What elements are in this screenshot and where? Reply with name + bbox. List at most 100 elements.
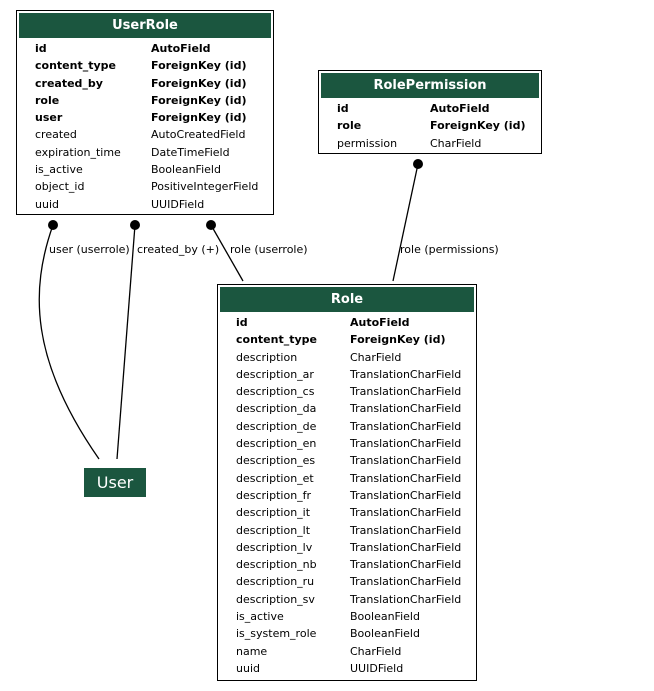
field-row: id AutoField bbox=[17, 40, 273, 57]
field-type: TranslationCharField bbox=[350, 506, 462, 520]
field-type: BooleanField bbox=[151, 163, 221, 177]
field-row: description_nb TranslationCharField bbox=[218, 556, 476, 573]
field-type: TranslationCharField bbox=[350, 523, 462, 537]
field-row: description_de TranslationCharField bbox=[218, 418, 476, 435]
field-name: description_de bbox=[236, 419, 317, 433]
edge-role-permissions bbox=[392, 163, 419, 282]
model-fields-rolepermission: id AutoField role ForeignKey (id) permission… bbox=[319, 98, 541, 154]
edge-role-permissions-end bbox=[413, 159, 423, 169]
field-type: DateTimeField bbox=[151, 145, 230, 159]
field-type: CharField bbox=[350, 644, 402, 658]
field-name: description_et bbox=[236, 471, 314, 485]
field-type: TranslationCharField bbox=[350, 385, 462, 399]
field-type: CharField bbox=[350, 350, 402, 364]
field-name: expiration_time bbox=[35, 145, 121, 159]
field-type: TranslationCharField bbox=[350, 437, 462, 451]
field-type: BooleanField bbox=[350, 610, 420, 624]
field-type: ForeignKey (id) bbox=[350, 333, 446, 347]
edge-label-created-by: created_by (+) bbox=[137, 243, 219, 256]
edge-label-user-userrole: user (userrole) bbox=[49, 243, 130, 256]
field-type: TranslationCharField bbox=[350, 471, 462, 485]
field-row: is_system_role BooleanField bbox=[218, 625, 476, 642]
field-name: id bbox=[337, 102, 349, 115]
field-row: permission CharField bbox=[319, 135, 541, 152]
field-name: id bbox=[35, 42, 47, 55]
field-name: description_lt bbox=[236, 523, 311, 537]
field-name: description_ar bbox=[236, 367, 314, 381]
edge-user-userrole-end bbox=[48, 220, 58, 230]
field-name: object_id bbox=[35, 180, 85, 194]
field-name: description_sv bbox=[236, 592, 315, 606]
field-row: description_lt TranslationCharField bbox=[218, 522, 476, 539]
field-type: CharField bbox=[430, 136, 482, 150]
field-type: BooleanField bbox=[350, 627, 420, 641]
field-row: description_fr TranslationCharField bbox=[218, 487, 476, 504]
field-name: permission bbox=[337, 136, 398, 150]
field-type: PositiveIntegerField bbox=[151, 180, 259, 194]
edge-user-userrole bbox=[38, 224, 100, 460]
field-name: description_cs bbox=[236, 385, 315, 399]
edge-role-userrole bbox=[210, 224, 244, 282]
field-type: TranslationCharField bbox=[350, 488, 462, 502]
field-type: ForeignKey (id) bbox=[430, 119, 526, 133]
field-row: description_cs TranslationCharField bbox=[218, 383, 476, 400]
field-type: AutoField bbox=[151, 42, 211, 55]
field-type: TranslationCharField bbox=[350, 367, 462, 381]
field-name: description_da bbox=[236, 402, 317, 416]
field-row: id AutoField bbox=[319, 100, 541, 117]
field-row: description_et TranslationCharField bbox=[218, 470, 476, 487]
field-name: description bbox=[236, 350, 298, 364]
model-header-rolepermission: RolePermission bbox=[321, 73, 539, 98]
field-type: UUIDField bbox=[350, 661, 404, 675]
field-name: content_type bbox=[236, 333, 317, 347]
field-type: TranslationCharField bbox=[350, 575, 462, 589]
model-user: User bbox=[84, 468, 146, 497]
edge-created-by bbox=[116, 224, 136, 460]
field-type: TranslationCharField bbox=[350, 540, 462, 554]
field-type: TranslationCharField bbox=[350, 402, 462, 416]
field-name: content_type bbox=[35, 59, 116, 73]
field-type: UUIDField bbox=[151, 197, 205, 211]
field-row: description_it TranslationCharField bbox=[218, 504, 476, 521]
field-row: created AutoCreatedField bbox=[17, 126, 273, 143]
field-row: content_type ForeignKey (id) bbox=[218, 331, 476, 348]
field-name: is_system_role bbox=[236, 627, 317, 641]
field-name: role bbox=[337, 119, 362, 133]
field-name: description_it bbox=[236, 506, 311, 520]
field-type: TranslationCharField bbox=[350, 558, 462, 572]
field-row: role ForeignKey (id) bbox=[319, 117, 541, 134]
field-name: user bbox=[35, 111, 63, 125]
field-name: description_fr bbox=[236, 488, 312, 502]
field-row: uuid UUIDField bbox=[218, 660, 476, 677]
field-name: created bbox=[35, 128, 77, 142]
field-row: expiration_time DateTimeField bbox=[17, 144, 273, 161]
field-type: AutoField bbox=[430, 102, 490, 115]
edge-label-role-userrole: role (userrole) bbox=[230, 243, 308, 256]
field-row: is_active BooleanField bbox=[17, 161, 273, 178]
field-type: AutoCreatedField bbox=[151, 128, 246, 142]
field-name: is_active bbox=[35, 163, 83, 177]
edge-label-role-permissions: role (permissions) bbox=[400, 243, 499, 256]
field-type: AutoField bbox=[350, 316, 410, 329]
field-type: ForeignKey (id) bbox=[151, 93, 247, 107]
field-type: TranslationCharField bbox=[350, 419, 462, 433]
field-name: description_nb bbox=[236, 558, 317, 572]
edge-role-userrole-end bbox=[206, 220, 216, 230]
field-type: TranslationCharField bbox=[350, 454, 462, 468]
field-row: description_da TranslationCharField bbox=[218, 400, 476, 417]
field-name: uuid bbox=[236, 661, 260, 675]
field-row: description CharField bbox=[218, 349, 476, 366]
